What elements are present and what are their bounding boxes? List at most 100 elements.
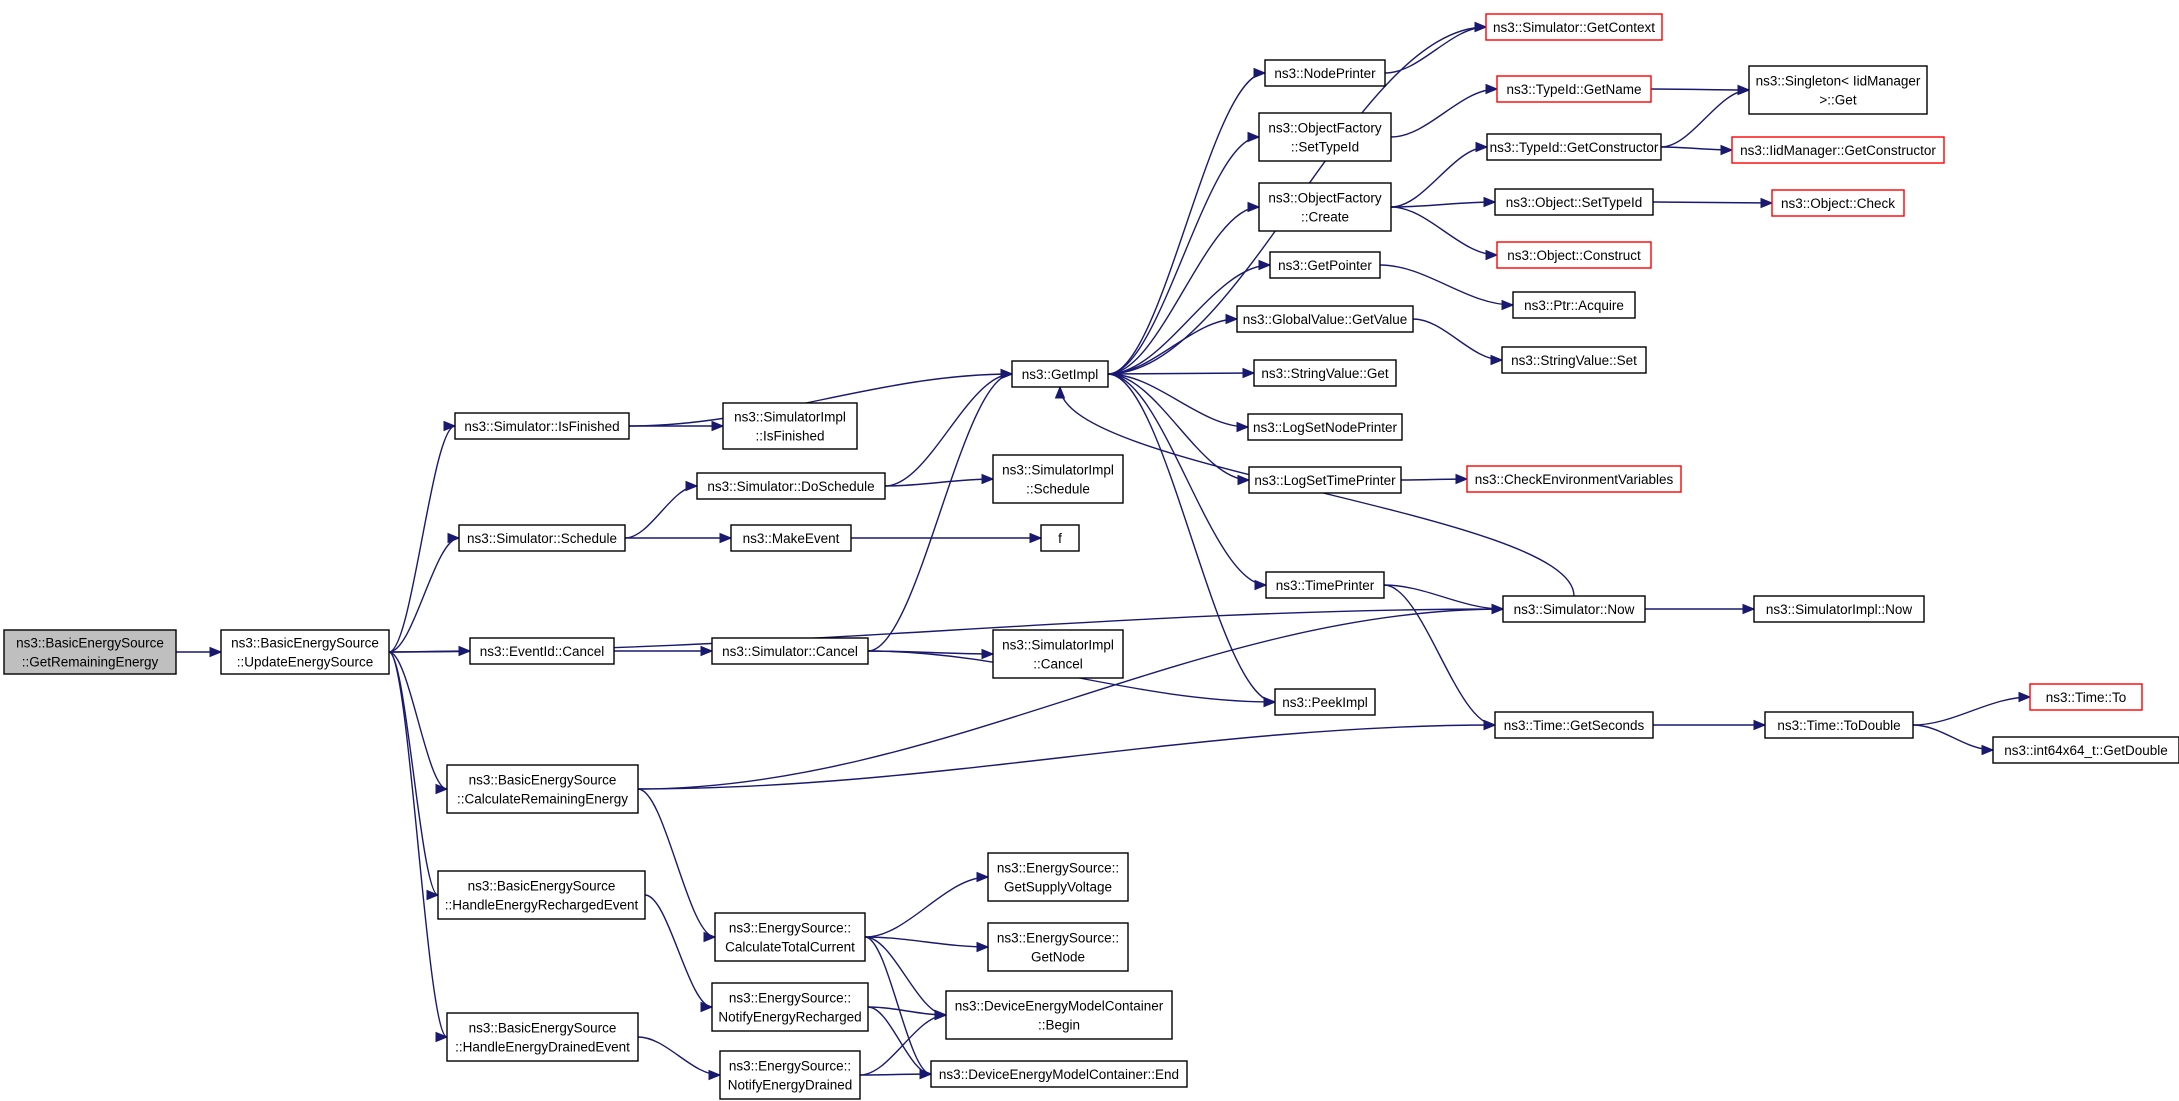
node-box bbox=[722, 402, 858, 450]
call-edge bbox=[388, 420, 457, 653]
call-graph-node[interactable]: ns3::EnergySource::NotifyEnergyDrained bbox=[719, 1050, 861, 1100]
call-graph-node[interactable]: ns3::Time::ToDouble bbox=[1764, 711, 1914, 739]
call-graph-node[interactable]: ns3::TimePrinter bbox=[1265, 571, 1385, 599]
call-graph-node[interactable]: ns3::TypeId::GetName bbox=[1496, 75, 1652, 103]
node-box bbox=[1992, 736, 2179, 764]
call-graph-node[interactable]: ns3::Ptr::Acquire bbox=[1512, 291, 1636, 319]
call-graph-node[interactable]: ns3::Object::Construct bbox=[1496, 241, 1652, 269]
node-label: ::UpdateEnergySource bbox=[237, 655, 374, 670]
node-label: ns3::Time::ToDouble bbox=[1777, 718, 1900, 733]
edge-line bbox=[628, 373, 1013, 427]
arrowhead-icon bbox=[1247, 131, 1261, 143]
call-graph-node[interactable]: ns3::Object::Check bbox=[1771, 189, 1905, 217]
call-edge bbox=[1650, 84, 1751, 96]
edge-line bbox=[1107, 373, 1249, 428]
call-graph-node[interactable]: f bbox=[1040, 524, 1080, 552]
node-label: ns3::EnergySource:: bbox=[729, 991, 851, 1006]
call-edge bbox=[388, 532, 461, 653]
call-graph-node[interactable]: ns3::Simulator::DoSchedule bbox=[696, 472, 886, 500]
call-graph-node[interactable]: ns3::CheckEnvironmentVariables bbox=[1466, 465, 1682, 493]
call-graph-node[interactable]: ns3::BasicEnergySource::HandleEnergyDrai… bbox=[446, 1012, 639, 1062]
node-box bbox=[2029, 683, 2143, 711]
node-label: CalculateTotalCurrent bbox=[725, 940, 855, 955]
call-graph-node[interactable]: ns3::Object::SetTypeId bbox=[1494, 188, 1654, 216]
call-edge bbox=[1107, 131, 1261, 375]
node-box bbox=[1486, 133, 1662, 161]
node-label: ns3::BasicEnergySource bbox=[468, 879, 616, 894]
call-graph-node[interactable]: ns3::ObjectFactory::SetTypeId bbox=[1258, 112, 1392, 162]
node-label: ns3::Simulator::GetContext bbox=[1493, 20, 1655, 35]
call-graph-node[interactable]: ns3::SimulatorImpl::Schedule bbox=[992, 454, 1124, 504]
arrowhead-icon bbox=[1742, 603, 1756, 615]
call-graph-node[interactable]: ns3::GetPointer bbox=[1269, 251, 1381, 279]
node-box bbox=[1274, 688, 1376, 716]
arrowhead-icon bbox=[981, 648, 995, 660]
call-graph-node[interactable]: ns3::BasicEnergySource::CalculateRemaini… bbox=[446, 764, 639, 814]
call-graph-node[interactable]: ns3::IidManager::GetConstructor bbox=[1731, 136, 1945, 164]
call-graph-node[interactable]: ns3::EnergySource::CalculateTotalCurrent bbox=[714, 912, 866, 962]
call-graph-node[interactable]: ns3::Simulator::Schedule bbox=[458, 524, 626, 552]
call-graph-node[interactable]: ns3::DeviceEnergyModelContainer::End bbox=[930, 1060, 1188, 1088]
arrowhead-icon bbox=[976, 871, 990, 883]
call-graph-node[interactable]: ns3::BasicEnergySource::UpdateEnergySour… bbox=[220, 629, 390, 675]
arrowhead-icon bbox=[976, 941, 990, 953]
node-box bbox=[1494, 711, 1654, 739]
edge-line bbox=[637, 1036, 721, 1076]
call-graph-node[interactable]: ns3::Time::GetSeconds bbox=[1494, 711, 1654, 739]
call-edge bbox=[625, 532, 733, 544]
call-graph-node[interactable]: ns3::Simulator::Cancel bbox=[711, 637, 869, 665]
call-graph-node[interactable]: ns3::BasicEnergySource::GetRemainingEner… bbox=[3, 629, 177, 675]
arrowhead-icon bbox=[1253, 67, 1267, 79]
call-graph-node[interactable]: ns3::EnergySource::GetSupplyVoltage bbox=[987, 852, 1129, 902]
call-graph-node[interactable]: ns3::PeekImpl bbox=[1274, 688, 1376, 716]
call-graph-node[interactable]: ns3::GlobalValue::GetValue bbox=[1236, 305, 1414, 333]
call-graph-node[interactable]: ns3::BasicEnergySource::HandleEnergyRech… bbox=[437, 870, 646, 920]
call-graph-node[interactable]: ns3::NodePrinter bbox=[1264, 59, 1386, 87]
node-label: ns3::Simulator::Now bbox=[1514, 602, 1635, 617]
call-graph-node[interactable]: ns3::LogSetTimePrinter bbox=[1248, 466, 1402, 494]
node-box bbox=[711, 982, 869, 1032]
call-graph-node[interactable]: ns3::StringValue::Get bbox=[1253, 359, 1397, 387]
call-graph-node[interactable]: ns3::SimulatorImpl::Cancel bbox=[992, 629, 1124, 679]
node-box bbox=[1731, 136, 1945, 164]
node-box bbox=[1264, 59, 1386, 87]
arrowhead-icon bbox=[1054, 385, 1066, 399]
call-graph-node[interactable]: ns3::StringValue::Set bbox=[1501, 346, 1647, 374]
edge-line bbox=[1107, 264, 1271, 375]
call-graph-node[interactable]: ns3::Simulator::Now bbox=[1502, 595, 1646, 623]
edge-line bbox=[867, 1006, 932, 1075]
call-graph-node[interactable]: ns3::SimulatorImpl::IsFinished bbox=[722, 402, 858, 450]
call-graph-node[interactable]: ns3::Time::To bbox=[2029, 683, 2143, 711]
call-graph-node[interactable]: ns3::MakeEvent bbox=[730, 524, 852, 552]
arrowhead-icon bbox=[1760, 197, 1774, 209]
call-edge bbox=[1384, 21, 1488, 74]
arrowhead-icon bbox=[1483, 719, 1497, 731]
arrowhead-icon bbox=[1225, 313, 1239, 325]
call-graph-node[interactable]: ns3::ObjectFactory::Create bbox=[1258, 182, 1392, 232]
call-graph-node[interactable]: ns3::EnergySource::NotifyEnergyRecharged bbox=[711, 982, 869, 1032]
call-graph-node[interactable]: ns3::Singleton< IidManager >::Get bbox=[1748, 65, 1928, 115]
call-graph-node[interactable]: ns3::LogSetNodePrinter bbox=[1247, 413, 1403, 441]
call-graph-node[interactable]: ns3::EnergySource::GetNode bbox=[987, 922, 1129, 972]
call-graph-node[interactable]: ns3::GetImpl bbox=[1011, 360, 1109, 388]
arrowhead-icon bbox=[1491, 603, 1505, 615]
call-graph-node[interactable]: ns3::EventId::Cancel bbox=[469, 637, 615, 665]
node-box bbox=[1748, 65, 1928, 115]
node-label: ns3::Ptr::Acquire bbox=[1524, 298, 1624, 313]
edge-line bbox=[624, 485, 698, 539]
call-edge bbox=[1644, 603, 1756, 615]
call-graph-node[interactable]: ns3::int64x64_t::GetDouble bbox=[1992, 736, 2179, 764]
node-label: ::Create bbox=[1301, 210, 1349, 225]
call-graph-node[interactable]: ns3::Simulator::GetContext bbox=[1485, 13, 1663, 41]
node-box bbox=[696, 472, 886, 500]
node-label: ns3::int64x64_t::GetDouble bbox=[2004, 743, 2168, 758]
node-box bbox=[1248, 466, 1402, 494]
call-edge bbox=[176, 646, 223, 658]
call-graph-node[interactable]: ns3::Simulator::IsFinished bbox=[454, 412, 630, 440]
call-graph-node[interactable]: ns3::TypeId::GetConstructor bbox=[1486, 133, 1662, 161]
call-graph-node[interactable]: ns3::DeviceEnergyModelContainer::Begin bbox=[945, 990, 1173, 1040]
call-graph-node[interactable]: ns3::SimulatorImpl::Now bbox=[1753, 595, 1925, 623]
call-edge bbox=[1379, 264, 1515, 311]
node-box bbox=[1502, 595, 1646, 623]
call-edge bbox=[644, 894, 714, 1013]
